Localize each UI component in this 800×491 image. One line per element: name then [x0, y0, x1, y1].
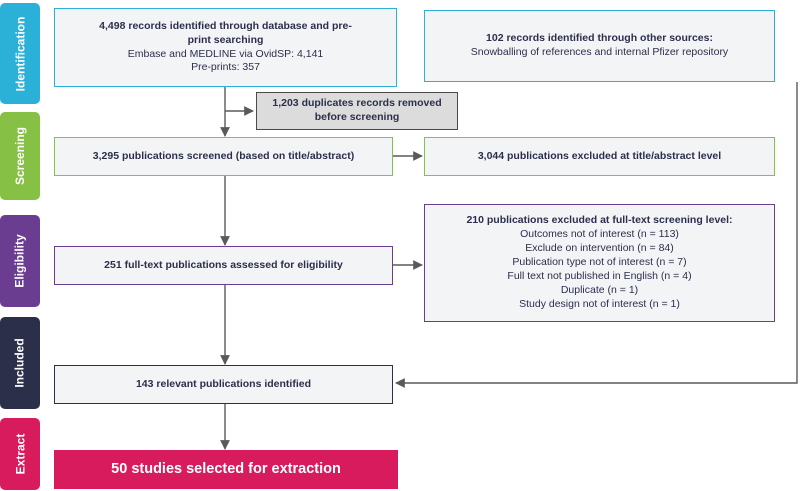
box-records-identified: 4,498 records identified through databas… [54, 8, 397, 87]
exclusion-reason: Full text not published in English (n = … [507, 269, 692, 282]
box-other-sources: 102 records identified through other sou… [424, 10, 775, 82]
extraction-title: 50 studies selected for extraction [111, 460, 341, 477]
excluded-title-abstract-title: 3,044 publications excluded at title/abs… [477, 149, 722, 162]
phase-screening: Screening [0, 112, 40, 200]
duplicates-title: 1,203 duplicates records removed before … [272, 97, 442, 123]
exclusion-reason: Duplicate (n = 1) [560, 283, 639, 296]
phase-identification-label: Identification [13, 16, 28, 91]
exclusion-reason: Study design not of interest (n = 1) [519, 297, 680, 310]
records-identified-embase: Embase and MEDLINE via OvidSP: 4,141 [127, 47, 324, 60]
records-identified-title: 4,498 records identified through databas… [99, 19, 352, 46]
phase-eligibility: Eligibility [0, 215, 40, 307]
relevant-title: 143 relevant publications identified [135, 377, 312, 390]
box-duplicates-removed: 1,203 duplicates records removed before … [256, 92, 458, 130]
records-identified-preprints: Pre-prints: 357 [191, 61, 260, 74]
other-sources-detail: Snowballing of references and internal P… [470, 46, 729, 58]
box-excluded-title-abstract: 3,044 publications excluded at title/abs… [424, 137, 775, 176]
phase-included: Included [0, 317, 40, 409]
phase-identification: Identification [0, 3, 40, 104]
fulltext-title: 251 full-text publications assessed for … [104, 258, 343, 271]
phase-eligibility-label: Eligibility [13, 234, 27, 288]
exclusion-reason: Outcomes not of interest (n = 113) [520, 228, 679, 241]
excluded-fulltext-title: 210 publications excluded at full-text s… [466, 214, 733, 227]
phase-included-label: Included [13, 338, 27, 388]
arrow-other-sources-to-relevant [395, 82, 798, 388]
screened-title: 3,295 publications screened (based on ti… [92, 149, 355, 162]
phase-extract: Extract [0, 418, 40, 490]
exclusion-reason: Publication type not of interest (n = 7) [512, 256, 687, 269]
box-relevant-publications: 143 relevant publications identified [54, 365, 393, 404]
box-publications-screened: 3,295 publications screened (based on ti… [54, 137, 393, 176]
phase-extract-label: Extract [13, 433, 27, 475]
phase-screening-label: Screening [13, 126, 27, 186]
other-sources-title: 102 records identified through other sou… [486, 32, 713, 45]
box-studies-selected: 50 studies selected for extraction [54, 450, 398, 489]
exclusion-reason: Exclude on intervention (n = 84) [525, 242, 674, 255]
box-fulltext-assessed: 251 full-text publications assessed for … [54, 246, 393, 285]
box-excluded-fulltext: 210 publications excluded at full-text s… [424, 204, 775, 322]
